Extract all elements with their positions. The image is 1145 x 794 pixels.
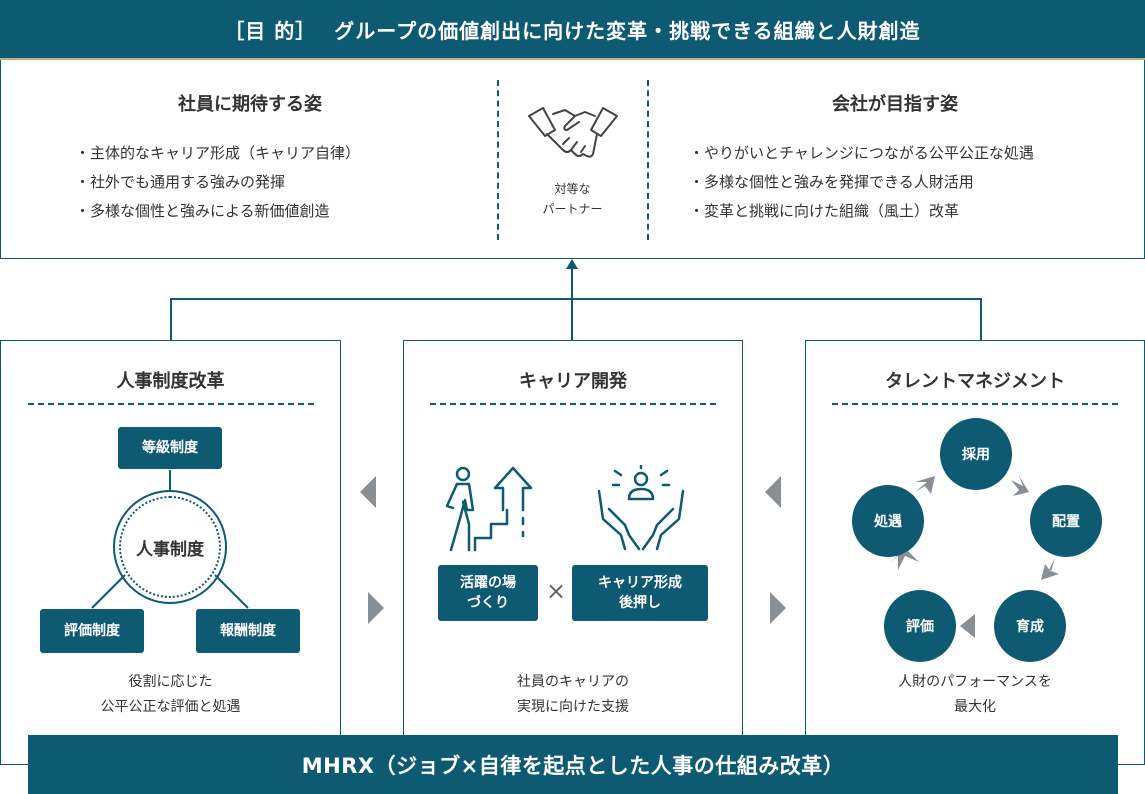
career-box-right: キャリア形成 後押し bbox=[572, 565, 708, 621]
list-item: ・変革と挑戦に向けた組織（風土）改革 bbox=[689, 202, 960, 220]
caption-line: 実現に向けた支援 bbox=[517, 699, 629, 715]
arrow-right-icon bbox=[368, 592, 384, 624]
caption-line: 社員のキャリアの bbox=[517, 674, 629, 690]
purpose-text: グループの価値創出に向けた変革・挑戦できる組織と人財創造 bbox=[334, 18, 921, 43]
box-line: 活躍の場 bbox=[460, 575, 516, 591]
box-line: 後押し bbox=[619, 595, 661, 611]
times-symbol: × bbox=[545, 577, 567, 605]
arrow-left-icon bbox=[765, 476, 781, 508]
list-item: ・社外でも通用する強みの発揮 bbox=[75, 173, 286, 191]
list-item: ・多様な個性と強みによる新価値創造 bbox=[75, 202, 330, 220]
arrow-left-icon bbox=[360, 476, 376, 508]
cycle-compensation: 処遇 bbox=[852, 485, 924, 557]
box-line: キャリア形成 bbox=[598, 575, 682, 591]
purpose-label: ［目 的］ bbox=[224, 18, 317, 43]
cycle-evaluation: 評価 bbox=[884, 590, 956, 662]
arrow-right-icon bbox=[770, 592, 786, 624]
supporting-hands-icon bbox=[595, 463, 687, 551]
grade-system-box: 等級制度 bbox=[118, 427, 222, 469]
divider-left bbox=[497, 80, 499, 240]
cycle-development: 育成 bbox=[994, 590, 1066, 662]
list-item: ・多様な個性と強みを発揮できる人財活用 bbox=[689, 173, 974, 191]
hr-system-title: 人事制度改革 bbox=[116, 371, 225, 392]
hr-system-divider bbox=[28, 403, 314, 405]
purpose-banner: ［目 的］ グループの価値創出に向けた変革・挑戦できる組織と人財創造 bbox=[0, 0, 1145, 60]
handshake-icon bbox=[525, 100, 621, 164]
caption-line: 役割に応じた bbox=[128, 674, 213, 690]
hr-system-center: 人事制度 bbox=[119, 496, 221, 598]
career-panel bbox=[403, 340, 743, 765]
climbing-stairs-icon bbox=[435, 462, 545, 552]
ideal-state-box bbox=[0, 60, 1145, 259]
divider-right bbox=[647, 80, 649, 240]
evaluation-system-box: 評価制度 bbox=[40, 609, 144, 653]
talent-divider bbox=[832, 403, 1118, 405]
career-caption: 社員のキャリアの 実現に向けた支援 bbox=[403, 670, 743, 720]
hr-system-connectors bbox=[91, 470, 249, 609]
partner-line-2: パートナー bbox=[542, 202, 603, 216]
cycle-recruitment: 採用 bbox=[940, 418, 1012, 490]
compensation-system-box: 報酬制度 bbox=[196, 609, 300, 653]
career-title: キャリア開発 bbox=[519, 371, 627, 392]
career-box-left: 活躍の場 づくり bbox=[438, 565, 538, 621]
cycle-arrows bbox=[891, 476, 1059, 638]
partner-text: 対等な パートナー bbox=[505, 179, 640, 219]
connector-lines bbox=[170, 259, 982, 341]
list-item: ・やりがいとチャレンジにつながる公平公正な処遇 bbox=[689, 144, 1034, 162]
employee-expectation-list: ・主体的なキャリア形成（キャリア自律） ・社外でも通用する強みの発揮 ・多様な個… bbox=[75, 139, 360, 226]
hr-system-circle-outer bbox=[113, 490, 227, 604]
partner-line-1: 対等な bbox=[554, 182, 591, 196]
company-goal-list: ・やりがいとチャレンジにつながる公平公正な処遇 ・多様な個性と強みを発揮できる人… bbox=[689, 139, 1034, 226]
caption-line: 最大化 bbox=[954, 699, 996, 715]
employee-expectation-title: 社員に期待する姿 bbox=[178, 94, 322, 115]
box-line: づくり bbox=[467, 595, 509, 611]
company-goal-title: 会社が目指す姿 bbox=[832, 94, 958, 115]
caption-line: 人財のパフォーマンスを bbox=[898, 674, 1052, 690]
mhrx-banner: MHRX（ジョブ×自律を起点とした人事の仕組み改革） bbox=[28, 735, 1118, 794]
career-divider bbox=[430, 403, 716, 405]
caption-line: 公平公正な評価と処遇 bbox=[100, 699, 241, 715]
talent-caption: 人財のパフォーマンスを 最大化 bbox=[805, 670, 1145, 720]
hr-system-caption: 役割に応じた 公平公正な評価と処遇 bbox=[0, 670, 341, 720]
talent-title: タレントマネジメント bbox=[885, 371, 1065, 392]
list-item: ・主体的なキャリア形成（キャリア自律） bbox=[75, 144, 361, 162]
cycle-placement: 配置 bbox=[1030, 485, 1102, 557]
